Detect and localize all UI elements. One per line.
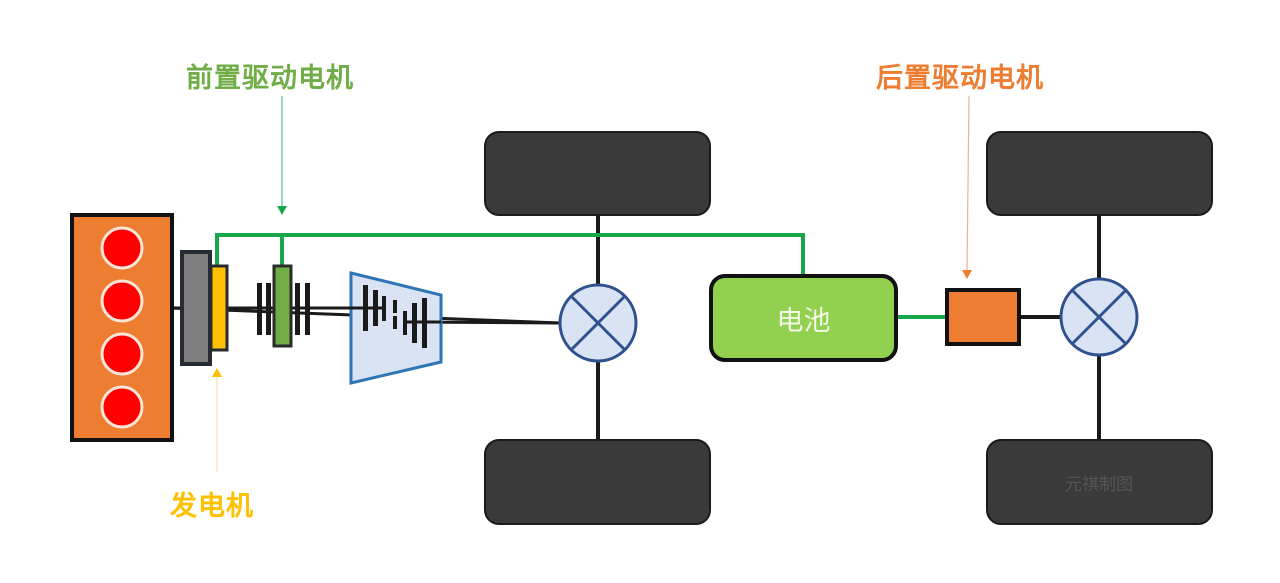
front-motor <box>272 264 293 348</box>
cylinder <box>100 226 144 270</box>
wheel-front-left <box>484 131 711 216</box>
generator-label: 发电机 <box>170 491 254 522</box>
cylinder <box>100 385 144 429</box>
battery-label: 电池 <box>776 305 831 337</box>
generator-callout-arrow <box>212 368 222 472</box>
flywheel <box>180 250 212 366</box>
front-motor-label: 前置驱动电机 <box>186 63 354 94</box>
rear-motor-callout-arrow <box>962 95 972 279</box>
wheel-front-right <box>484 439 711 525</box>
front-differential <box>558 283 638 363</box>
wheel-rear-left <box>986 131 1213 216</box>
generator <box>209 264 229 352</box>
cylinder <box>100 279 144 323</box>
rear-motor-label: 后置驱动电机 <box>876 63 1044 94</box>
rear-motor <box>945 288 1021 346</box>
engine <box>70 213 174 442</box>
clutch-plates <box>257 283 310 335</box>
battery <box>709 274 898 362</box>
cylinder <box>100 332 144 376</box>
wheel-rear-right <box>986 439 1213 525</box>
rear-differential <box>1059 277 1139 357</box>
watermark: 元祺制图 <box>1065 474 1133 495</box>
gearbox <box>340 271 443 385</box>
front-motor-callout-arrow <box>277 96 287 215</box>
electric-wire-main <box>215 233 805 276</box>
